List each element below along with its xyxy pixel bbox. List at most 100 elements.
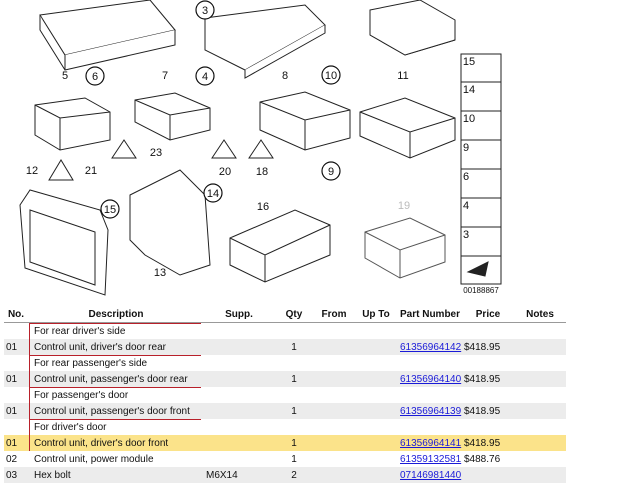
row-from — [314, 403, 354, 419]
header-from: From — [314, 306, 354, 323]
callout-19: 19 — [398, 200, 410, 212]
table-header-row: No. Description Supp. Qty From Up To Par… — [4, 306, 566, 323]
row-supp: M6X14 — [204, 467, 274, 483]
row-notes — [514, 371, 566, 387]
row-no: 01 — [4, 403, 28, 419]
row-supp — [204, 451, 274, 467]
row-up-to — [354, 435, 398, 451]
row-description: Control unit, driver's door front — [28, 435, 204, 451]
header-part-number: Part Number — [398, 306, 462, 323]
diagram-ref-number: 00188867 — [463, 286, 499, 295]
row-price: $418.95 — [462, 403, 514, 419]
parts-diagram: 3 4 6 10 9 14 15 5 7 8 11 23 20 18 12 21… — [19, 0, 502, 296]
row-from — [314, 467, 354, 483]
callout-3: 3 — [202, 5, 208, 17]
header-price: Price — [462, 306, 514, 323]
row-qty: 2 — [274, 467, 314, 483]
row-description: Control unit, driver's door rear — [28, 339, 204, 355]
header-up-to: Up To — [354, 306, 398, 323]
header-supp: Supp. — [204, 306, 274, 323]
callout-7: 7 — [162, 70, 168, 82]
row-description: Hex bolt — [28, 467, 204, 483]
table-row[interactable]: 03 Hex bolt M6X14 2 07146981440 — [4, 467, 566, 483]
part-number-link[interactable]: 07146981440 — [400, 469, 462, 481]
row-notes — [514, 451, 566, 467]
callout-8: 8 — [282, 70, 288, 82]
part-number-link[interactable]: 61356964140 — [400, 373, 462, 385]
row-up-to — [354, 339, 398, 355]
legend-10: 10 — [463, 113, 475, 125]
row-up-to — [354, 403, 398, 419]
row-up-to — [354, 371, 398, 387]
row-from — [314, 371, 354, 387]
row-supp — [204, 339, 274, 355]
row-qty: 1 — [274, 435, 314, 451]
row-notes — [514, 435, 566, 451]
callout-14: 14 — [207, 188, 219, 200]
table-row[interactable]: 01 Control unit, passenger's door front … — [4, 403, 566, 419]
row-notes — [514, 339, 566, 355]
row-description: Control unit, power module — [34, 453, 154, 465]
table-note-row: For passenger's door — [4, 387, 566, 403]
row-no: 03 — [4, 467, 28, 483]
table-row-selected[interactable]: 01 Control unit, driver's door front 1 6… — [4, 435, 566, 451]
row-notes — [514, 467, 566, 483]
row-no: 01 — [4, 371, 28, 387]
table-note-row: For rear passenger's side — [4, 355, 566, 371]
callout-18: 18 — [256, 166, 268, 178]
table-row[interactable]: 01 Control unit, driver's door rear 1 61… — [4, 339, 566, 355]
header-notes: Notes — [514, 306, 566, 323]
note-text: For driver's door — [28, 419, 204, 435]
legend-3: 3 — [463, 229, 469, 241]
row-no: 01 — [4, 339, 28, 355]
part-number-link[interactable]: 61356964141 — [400, 437, 462, 449]
row-up-to — [354, 451, 398, 467]
row-price: $418.95 — [462, 339, 514, 355]
callout-9: 9 — [328, 166, 334, 178]
callout-5: 5 — [62, 70, 68, 82]
callout-15: 15 — [104, 204, 116, 216]
row-qty: 1 — [274, 403, 314, 419]
table-note-row: For driver's door — [4, 419, 566, 435]
note-text: For rear passenger's side — [28, 355, 204, 371]
table-row[interactable]: 01 Control unit, passenger's door rear 1… — [4, 371, 566, 387]
legend-9: 9 — [463, 142, 469, 154]
row-notes — [514, 403, 566, 419]
note-text: For passenger's door — [28, 387, 204, 403]
callout-12: 12 — [26, 165, 38, 177]
row-supp — [204, 435, 274, 451]
callout-10: 10 — [325, 70, 337, 82]
row-from — [314, 435, 354, 451]
table-note-row: For rear driver's side — [4, 322, 566, 339]
table-row[interactable]: 02 Control unit, power module 1 61359132… — [4, 451, 566, 467]
callout-11: 11 — [397, 70, 408, 82]
header-description: Description — [28, 306, 204, 323]
legend-4: 4 — [463, 200, 469, 212]
callout-16: 16 — [257, 201, 269, 213]
row-qty: 1 — [291, 453, 297, 465]
row-supp — [204, 403, 274, 419]
note-text: For rear driver's side — [28, 322, 204, 339]
row-price: $418.95 — [462, 435, 514, 451]
callout-21: 21 — [85, 165, 97, 177]
callout-20: 20 — [219, 166, 231, 178]
row-price: $418.95 — [462, 371, 514, 387]
callout-13: 13 — [154, 267, 166, 279]
row-no: 01 — [4, 435, 28, 451]
header-no: No. — [4, 306, 28, 323]
row-price: $488.76 — [464, 453, 501, 465]
row-from — [314, 451, 354, 467]
row-price — [462, 467, 514, 483]
callout-4: 4 — [202, 71, 208, 83]
row-from — [314, 339, 354, 355]
row-qty: 1 — [274, 371, 314, 387]
row-description: Control unit, passenger's door front — [28, 403, 204, 419]
legend-15: 15 — [463, 56, 475, 68]
row-no: 02 — [6, 453, 18, 465]
part-number-link[interactable]: 61359132581 — [400, 453, 462, 465]
row-qty: 1 — [274, 339, 314, 355]
part-number-link[interactable]: 61356964142 — [400, 341, 462, 353]
part-number-link[interactable]: 61356964139 — [400, 405, 462, 417]
legend-6: 6 — [463, 171, 469, 183]
row-supp — [204, 371, 274, 387]
